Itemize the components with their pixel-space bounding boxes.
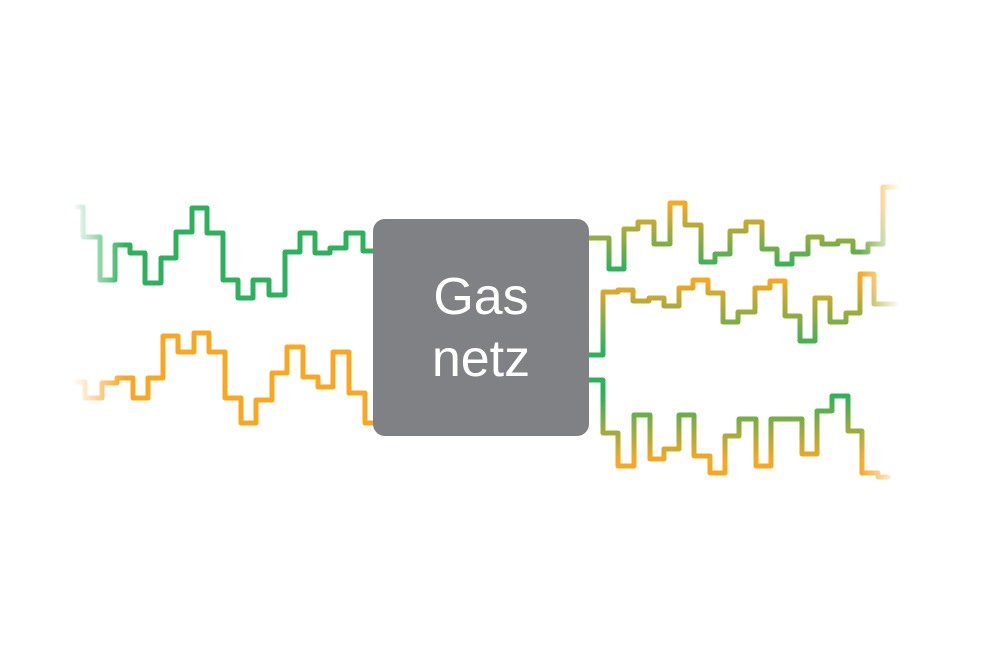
hub-label-line2: netz xyxy=(431,329,531,388)
gas-network-box: Gas netz xyxy=(373,219,589,436)
hub-label-line1: Gas xyxy=(433,267,529,326)
output-line-middle xyxy=(586,271,898,358)
output-line-bottom xyxy=(586,377,891,480)
left-fade xyxy=(60,180,130,440)
output-line-top xyxy=(586,184,901,272)
right-fade xyxy=(850,170,910,490)
